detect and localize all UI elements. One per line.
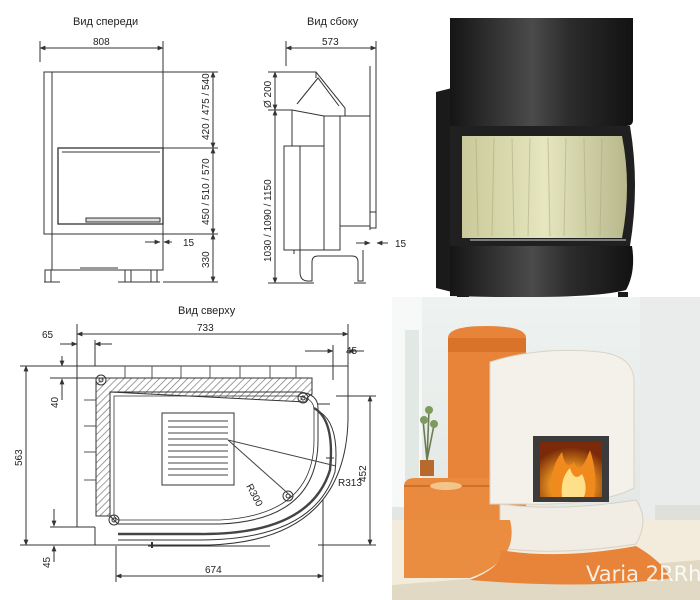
photo-brand-label: Varia 2RRh (586, 562, 700, 586)
side-view: Вид сбоку 573 Ø 200 1030 / 1090 / 1150 (263, 16, 407, 284)
front-base-outline (51, 233, 164, 271)
front-width-label: 808 (93, 37, 110, 48)
front-height-upper-label: 420 / 475 / 540 (201, 73, 212, 140)
top-view-title: Вид сверху (178, 305, 236, 317)
front-glass-outline (57, 147, 164, 225)
front-view-title: Вид спереди (73, 16, 138, 28)
top-radius-inner-label: R300 (243, 482, 264, 509)
side-total-height-label: 1030 / 1090 / 1150 (263, 179, 274, 262)
top-depth-right-label: 452 (358, 465, 369, 482)
side-offset-label: 15 (395, 239, 407, 250)
side-flue-diameter-label: Ø 200 (263, 80, 274, 108)
front-view: Вид спереди 808 420 / 475 / 540 450 / 51… (39, 16, 218, 283)
installed-stove-photo: Varia 2RRh (392, 297, 700, 600)
top-grate (161, 412, 235, 486)
top-radius-outer-label: R313 (338, 478, 362, 489)
top-hatched-wall (95, 377, 313, 517)
fireplace-product-render (436, 18, 635, 330)
top-view: Вид сверху 733 65 45 (14, 305, 376, 582)
front-offset-label: 15 (183, 238, 195, 249)
render-hood (450, 18, 633, 126)
top-depth-total-label: 563 (14, 449, 25, 466)
render-base (450, 246, 634, 298)
top-right-offset-label: 45 (346, 346, 358, 357)
top-width-total-label: 733 (197, 323, 214, 334)
photo-orange-base (470, 546, 672, 585)
side-depth-label: 573 (322, 37, 339, 48)
render-glass (462, 136, 627, 238)
top-bottom-offset-label: 45 (42, 556, 53, 568)
front-body-outline (43, 71, 164, 235)
top-inner-width-label: 674 (205, 565, 222, 576)
front-height-middle-label: 450 / 510 / 570 (201, 158, 212, 225)
top-left-offset-label: 65 (42, 330, 54, 341)
front-height-lower-label: 330 (201, 251, 212, 268)
top-side-40-label: 40 (50, 396, 61, 408)
side-view-title: Вид сбоку (307, 16, 359, 28)
